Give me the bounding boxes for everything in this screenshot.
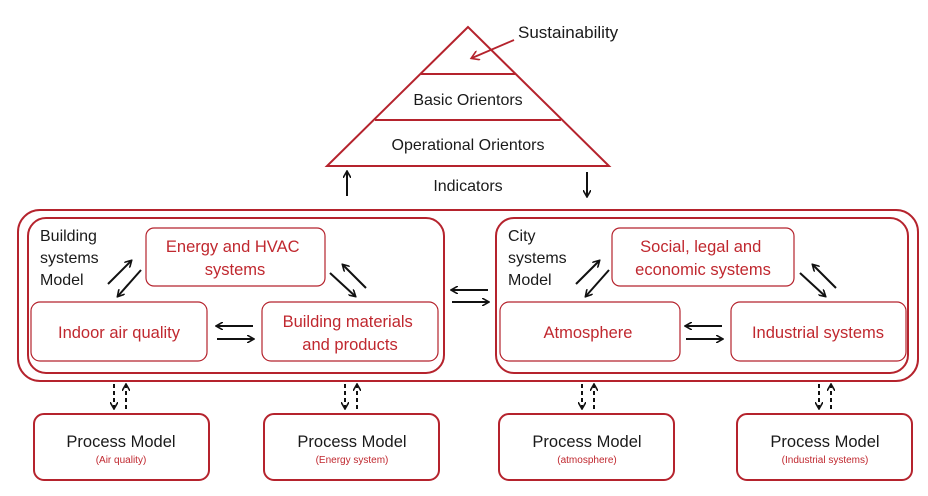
operational-orientors-label: Operational Orientors — [392, 137, 545, 154]
arrow-icon — [107, 261, 131, 285]
orientor-pyramid: Sustainability Basic Orientors Operation… — [324, 23, 619, 196]
building-materials-label: Building materials and products — [283, 313, 418, 354]
process-model-energy-system: Process Model (Energy system) — [263, 384, 440, 481]
process-model-title: Process Model — [66, 433, 175, 451]
sustainability-arrow-icon — [472, 39, 515, 58]
building-systems-model: Building systems Model Energy and HVAC s… — [27, 217, 445, 374]
atmosphere-label: Atmosphere — [544, 324, 633, 342]
atmosphere-box — [499, 301, 681, 362]
process-model-title: Process Model — [532, 433, 641, 451]
pyramid-outline — [324, 25, 612, 167]
industrial-systems-label: Industrial systems — [752, 324, 884, 342]
basic-orientors-label: Basic Orientors — [413, 92, 522, 109]
indoor-air-quality-label: Indoor air quality — [58, 324, 181, 342]
process-model-industrial-systems: Process Model (Industrial systems) — [736, 384, 913, 481]
process-model-subtitle: (Industrial systems) — [782, 455, 869, 466]
social-legal-economic-label: Social, legal and economic systems — [635, 238, 771, 279]
indicators-label: Indicators — [433, 178, 502, 195]
process-model-air-quality: Process Model (Air quality) — [33, 384, 210, 481]
arrow-icon — [799, 272, 825, 296]
process-model-subtitle: (atmosphere) — [557, 455, 616, 466]
arrow-icon — [118, 269, 142, 296]
process-model-title: Process Model — [770, 433, 879, 451]
sustainability-label: Sustainability — [518, 23, 619, 42]
arrow-icon — [575, 261, 599, 285]
process-model-atmosphere: Process Model (atmosphere) — [498, 384, 675, 481]
energy-hvac-label: Energy and HVAC systems — [166, 238, 304, 279]
building-materials-box — [261, 301, 439, 362]
process-model-subtitle: (Energy system) — [316, 455, 389, 466]
arrow-icon — [329, 272, 355, 296]
process-model-title: Process Model — [297, 433, 406, 451]
industrial-systems-box — [730, 301, 907, 362]
city-model-label: City systems Model — [508, 228, 571, 289]
arrow-icon — [586, 269, 610, 296]
arrow-icon — [343, 265, 367, 289]
city-systems-model: City systems Model Social, legal and eco… — [495, 217, 909, 374]
building-model-label: Building systems Model — [40, 228, 103, 289]
social-legal-economic-box — [611, 227, 795, 287]
indoor-air-quality-box — [30, 301, 208, 362]
process-model-subtitle: (Air quality) — [96, 455, 147, 466]
arrow-icon — [813, 265, 837, 289]
energy-hvac-box — [145, 227, 326, 287]
